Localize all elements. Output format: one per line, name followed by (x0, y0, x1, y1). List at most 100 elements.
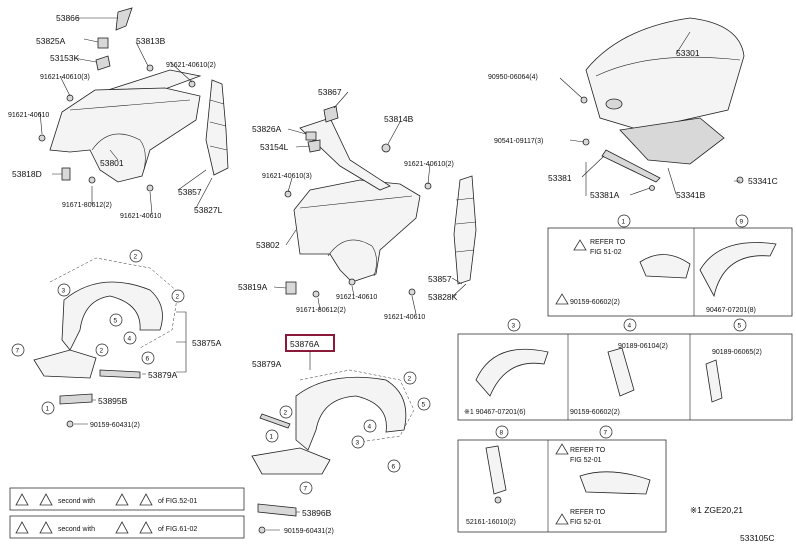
label-53818d: 53818D (12, 169, 42, 179)
callout-circle-2a (129, 249, 143, 263)
legend-triangle-1b (39, 493, 53, 506)
legend-row-2 (9, 515, 245, 539)
legend-triangle-1a (15, 493, 29, 506)
label-53867: 53867 (318, 87, 342, 97)
part-53825a-pad (97, 37, 109, 49)
fender-crease (69, 99, 191, 111)
fender-apron-strip-right (299, 117, 391, 191)
detail-8-part-no: 52161-16010(2) (466, 519, 516, 526)
label-53819a: 53819A (238, 282, 268, 292)
detail-num-1: 1 (622, 219, 626, 226)
label-91621-40610-d: 91621-40610 (384, 314, 425, 321)
liner-left-flap (33, 349, 97, 379)
detail-3-part (475, 348, 549, 397)
fender-body-left (49, 87, 201, 183)
label-91621-40610-b: 91621-40610 (120, 213, 161, 220)
label-53801: 53801 (100, 158, 124, 168)
detail-num-8: 8 (500, 430, 504, 437)
detail-1-part (639, 254, 691, 279)
fender-bracket-left (205, 79, 229, 176)
detail-1-fig: FIG 51-02 (590, 249, 622, 256)
label-53825a: 53825A (36, 36, 66, 46)
bracket-ribs (209, 99, 228, 151)
screw-right (258, 526, 266, 534)
part-53895b (59, 393, 93, 405)
callout-num-2d: 2 (408, 376, 412, 383)
label-53153k: 53153K (50, 53, 80, 63)
hood-crease (595, 56, 741, 77)
detail-7-fig-b: FIG 52-01 (570, 519, 602, 526)
detail-num-3: 3 (512, 323, 516, 330)
hood-cushion (580, 96, 588, 104)
fender-wheel-arch-right (327, 239, 377, 277)
legend-row-2-fig: of FIG.61-02 (158, 526, 197, 533)
legend-row-1-fig: of FIG.52-01 (158, 498, 197, 505)
hood-insulator (619, 117, 725, 165)
warning-triangle-1b (555, 293, 569, 305)
legend-triangle-1c (115, 493, 129, 506)
label-53802: 53802 (256, 240, 280, 250)
callout-circle-6a (141, 351, 155, 365)
label-53896b: 53896B (302, 508, 332, 518)
callout-circle-7b (299, 481, 313, 495)
label-91621-40610-2b: 91621-40610(2) (404, 161, 454, 168)
callout-num-5b: 5 (422, 402, 426, 409)
callout-circle-1a (41, 401, 55, 415)
detail-circle-5 (733, 318, 747, 332)
part-53819a (285, 281, 297, 295)
callout-circle-5b (417, 397, 431, 411)
left-fender-group: 53866 53825A 53813B 53153K 91621-40610(3… (8, 7, 229, 220)
callout-num-7b: 7 (304, 486, 308, 493)
detail-circle-4 (623, 318, 637, 332)
leaders-left (39, 17, 213, 215)
detail-5-part-no: 90189-06065(2) (712, 349, 762, 356)
label-53826a: 53826A (252, 124, 282, 134)
leaders-right (273, 91, 467, 315)
label-91621-40610-a: 91621-40610 (8, 112, 49, 119)
label-53857b: 53857 (428, 274, 452, 284)
legend-row-2-text: second with (58, 526, 95, 533)
legend: second with of FIG.52-01 second with of … (9, 487, 245, 539)
label-53876a: 53876A (290, 339, 320, 349)
screw-left (66, 420, 74, 428)
detail-num-7: 7 (604, 430, 608, 437)
liner-right-flap (251, 447, 331, 475)
callout-num-3b: 3 (356, 440, 360, 447)
legend-triangle-2a (15, 521, 29, 534)
callout-circle-2e (279, 405, 293, 419)
part-53154l-clip (307, 139, 321, 153)
detail-box-8-7 (457, 439, 667, 533)
detail-circle-1 (617, 214, 631, 228)
label-90541-09117-3: 90541-09117(3) (494, 138, 543, 145)
detail-3-part-no: ※1 90467-07201(6) (464, 409, 526, 416)
callout-num-4b: 4 (368, 424, 372, 431)
part-53814b (381, 143, 391, 153)
detail-8-part (485, 445, 507, 495)
legend-triangle-2c (115, 521, 129, 534)
label-53381a: 53381A (590, 190, 620, 200)
bracket-53875a (176, 311, 187, 373)
label-53879a-b: 53879A (252, 359, 282, 369)
detail-7-refer-b: REFER TO (570, 509, 606, 516)
label-53895b: 53895B (98, 396, 128, 406)
label-53827l: 53827L (194, 205, 223, 215)
detail-4-part-b: 90159-60602(2) (570, 409, 620, 416)
warning-triangle-7b (555, 513, 569, 525)
callout-circle-3b (351, 435, 365, 449)
callout-circle-5a (109, 313, 123, 327)
detail-box-1-9 (547, 227, 793, 317)
leaders-liner-left (74, 373, 146, 425)
label-91621-40610-2a: 91621-40610(2) (166, 62, 216, 69)
callout-num-4a: 4 (128, 336, 132, 343)
callout-num-7a: 7 (16, 348, 20, 355)
bolt-e (88, 176, 96, 184)
part-53153k-clip (95, 55, 111, 71)
hood-panel (585, 17, 745, 131)
detail-5-part (705, 359, 723, 403)
detail-num-9: 9 (740, 219, 744, 226)
label-53814b: 53814B (384, 114, 414, 124)
detail-num-4: 4 (628, 323, 632, 330)
callout-circle-6b (387, 459, 401, 473)
detail-1-refer: REFER TO (590, 239, 626, 246)
